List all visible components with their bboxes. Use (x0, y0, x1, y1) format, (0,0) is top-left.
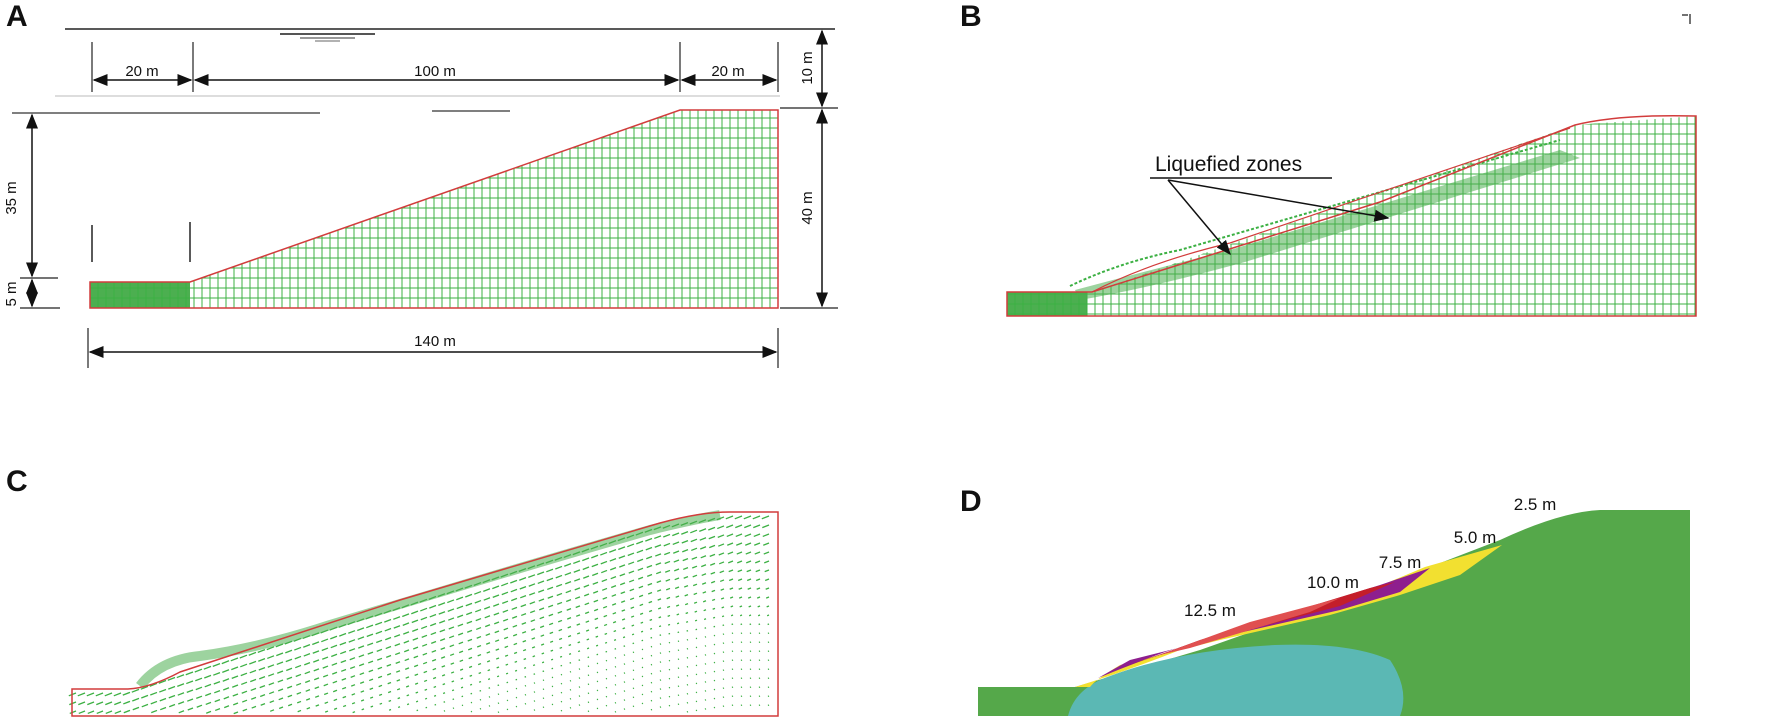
liquefied-arrow-2 (1167, 179, 1390, 222)
zone-5-0 (1075, 545, 1502, 687)
contour-label-12-5: 12.5 m (1184, 601, 1236, 620)
contour-label-7-5: 7.5 m (1379, 553, 1422, 572)
basin-zone (1068, 644, 1404, 716)
liquefied-arrow-1 (1167, 179, 1231, 256)
dim-total-height: 40 m (799, 191, 816, 224)
panel-label-a: A (6, 0, 28, 33)
zone-7-5 (1098, 568, 1430, 678)
panel-c-displacement-field (68, 510, 779, 717)
dim-right-width: 20 m (711, 63, 744, 80)
panel-label-b: B (960, 0, 982, 33)
contour-label-2-5: 2.5 m (1514, 495, 1557, 514)
contour-label-5-0: 5.0 m (1454, 528, 1497, 547)
contour-label-10-0: 10.0 m (1307, 573, 1359, 592)
dim-left-width: 20 m (125, 63, 158, 80)
panel-b-mesh (1006, 114, 1697, 317)
zone-12-5 (1160, 598, 1340, 655)
dim-water-depth: 10 m (799, 51, 816, 84)
liquefied-zones-label: Liquefied zones (1155, 153, 1302, 176)
panel-d-contour-map (978, 510, 1690, 716)
dim-slope-height: 35 m (3, 181, 20, 214)
panel-a-mesh (89, 109, 779, 309)
panel-label-d: D (960, 485, 982, 518)
panel-label-c: C (6, 465, 28, 498)
dim-base-height: 5 m (3, 281, 20, 306)
dim-slope-width: 100 m (414, 63, 456, 80)
dim-total-width: 140 m (414, 333, 456, 350)
zone-10-0 (1120, 582, 1395, 668)
